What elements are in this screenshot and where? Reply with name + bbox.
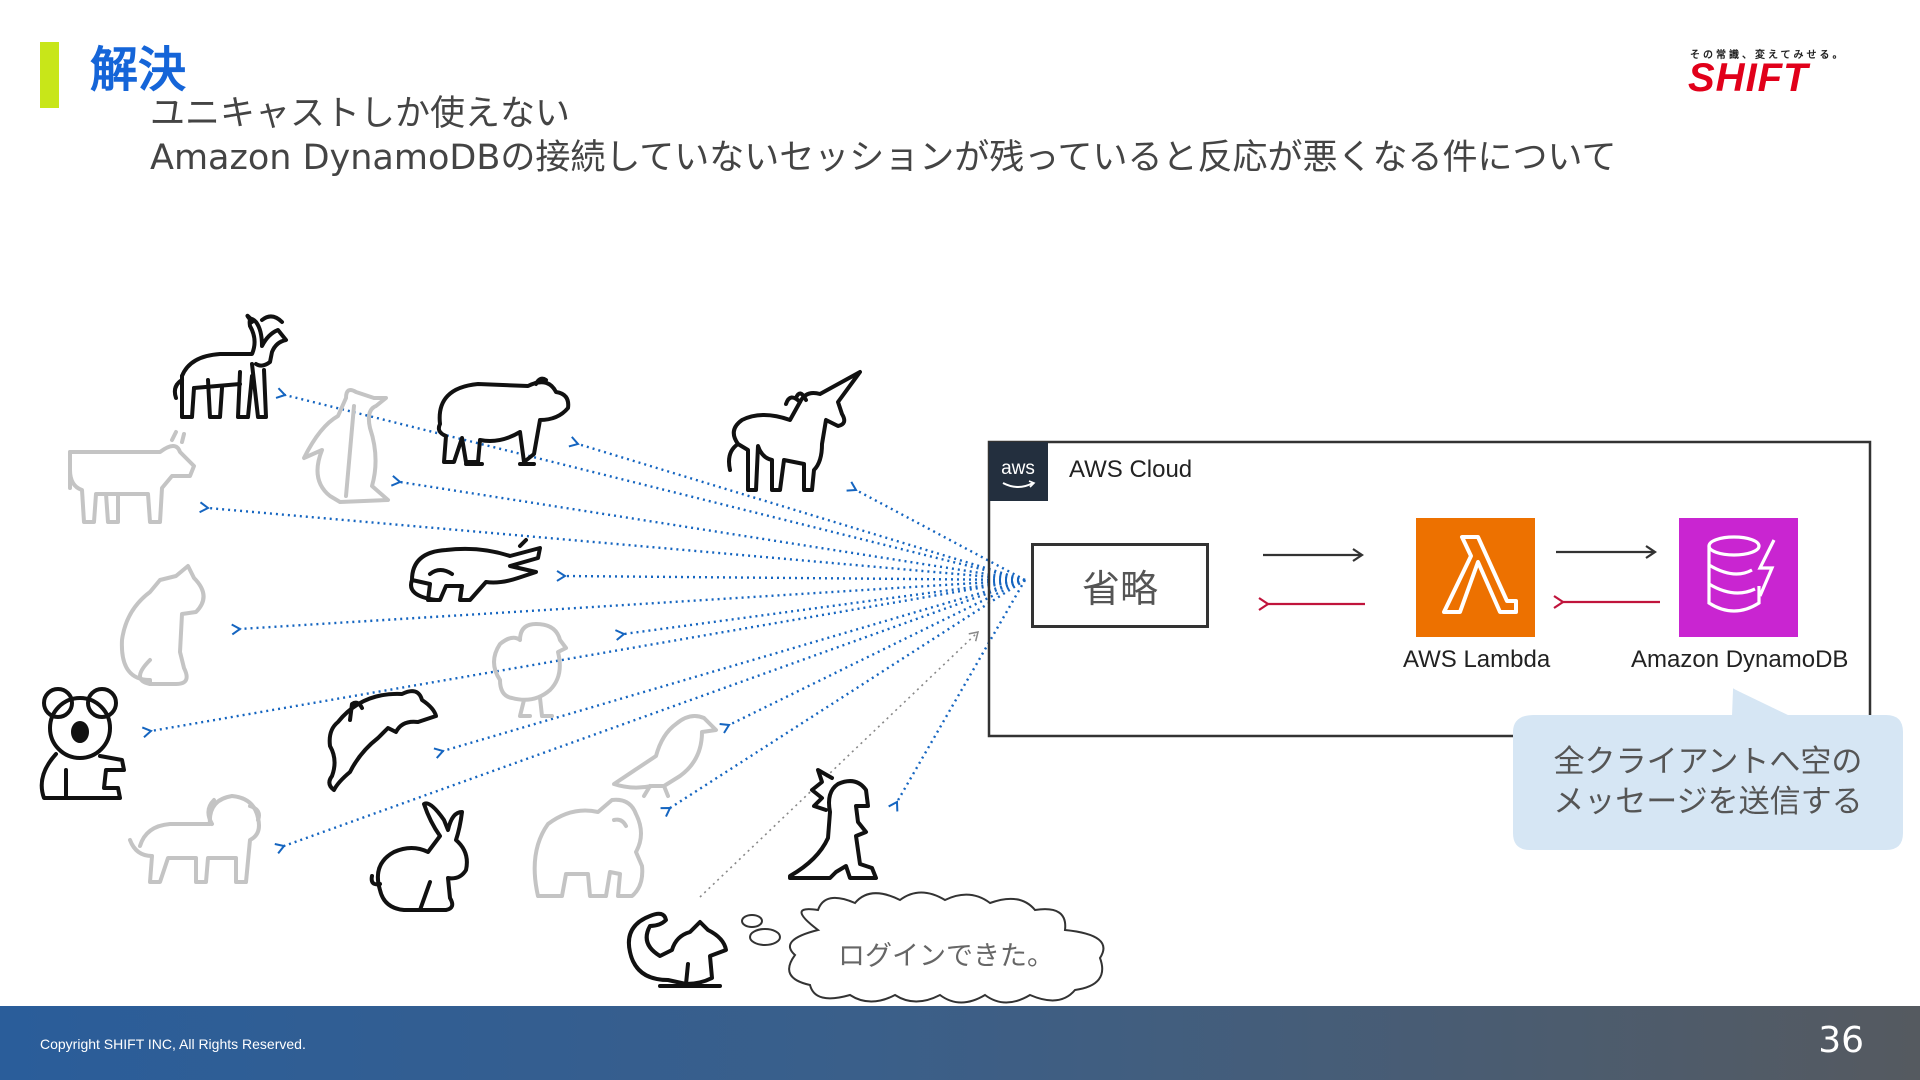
arrow-to-dolphin bbox=[433, 578, 1026, 759]
callout-pointer bbox=[1733, 690, 1790, 716]
shift-logo: その常識、変えてみせる。 SHIFT bbox=[1688, 46, 1848, 102]
arrow-to-cat bbox=[231, 578, 1026, 636]
chick-icon bbox=[492, 622, 568, 718]
subtitle-line-2: Amazon DynamoDBの接続していないセッションが残っていると反応が悪く… bbox=[150, 138, 1617, 178]
unicorn-icon bbox=[727, 370, 862, 492]
callout-line-1: 全クライアントへ空の bbox=[1553, 744, 1863, 780]
cow-icon bbox=[68, 430, 196, 524]
arrow-to-cow bbox=[199, 501, 1026, 582]
footer-bar: Copyright SHIFT INC, All Rights Reserved… bbox=[0, 1006, 1920, 1080]
bird-icon bbox=[612, 714, 718, 798]
squirrel-login-arrow bbox=[699, 631, 980, 898]
arrow-to-koala bbox=[141, 578, 1026, 739]
arrow-to-crocodile bbox=[556, 570, 1026, 582]
thought-bubble bbox=[741, 891, 1105, 1004]
omitted-label: 省略 bbox=[1081, 567, 1158, 611]
amazon-dynamodb-icon bbox=[1679, 518, 1798, 637]
aws-logo-icon: aws bbox=[989, 442, 1048, 501]
goat-icon bbox=[172, 313, 288, 419]
logo-tagline: その常識、変えてみせる。 bbox=[1690, 50, 1846, 61]
broadcast-arrows bbox=[141, 387, 1027, 855]
aws-lambda-icon bbox=[1416, 518, 1535, 637]
bear-icon bbox=[436, 376, 571, 466]
cat-icon bbox=[119, 564, 206, 686]
koala-icon bbox=[39, 687, 126, 800]
thought-bubble-text: ログインできた。 bbox=[838, 941, 1054, 972]
arrow-to-dinosaur bbox=[888, 579, 1027, 812]
aws-cloud-label: AWS Cloud bbox=[1069, 456, 1193, 483]
subtitle-line-1: ユニキャストしか使えない bbox=[150, 94, 571, 134]
aws-badge-text: aws bbox=[1001, 458, 1035, 479]
crocodile-icon bbox=[409, 538, 542, 602]
aws-lambda-label: AWS Lambda bbox=[1403, 646, 1551, 673]
callout-text: 全クライアントへ空の メッセージを送信する bbox=[1512, 742, 1904, 822]
arrow-to-unicorn bbox=[846, 481, 1026, 582]
arrow-to-goat bbox=[275, 387, 1026, 582]
copyright-text: Copyright SHIFT INC, All Rights Reserved… bbox=[40, 1036, 306, 1052]
gorilla-icon bbox=[532, 797, 645, 898]
page-title: 解決 bbox=[90, 42, 187, 98]
dinosaur-icon bbox=[788, 768, 878, 880]
arrow-to-gorilla bbox=[660, 578, 1026, 817]
lion-icon bbox=[128, 794, 261, 884]
omitted-component-box: 省略 bbox=[1031, 543, 1209, 628]
aws-cloud-container bbox=[987, 440, 1872, 738]
arrow-to-chick bbox=[614, 578, 1026, 641]
title-accent-bar bbox=[40, 42, 59, 108]
penguin-icon bbox=[302, 388, 390, 504]
arrow-to-bird bbox=[719, 578, 1026, 734]
rabbit-icon bbox=[369, 801, 469, 912]
squirrel-icon bbox=[627, 911, 728, 988]
arrow-to-penguin bbox=[390, 475, 1026, 582]
dolphin-icon bbox=[327, 689, 438, 792]
callout-line-2: メッセージを送信する bbox=[1553, 784, 1863, 820]
page-number: 36 bbox=[1818, 1020, 1864, 1061]
callout-bubble bbox=[1513, 688, 1903, 850]
logo-name: SHIFT bbox=[1688, 56, 1809, 100]
amazon-dynamodb-label: Amazon DynamoDB bbox=[1631, 646, 1849, 673]
